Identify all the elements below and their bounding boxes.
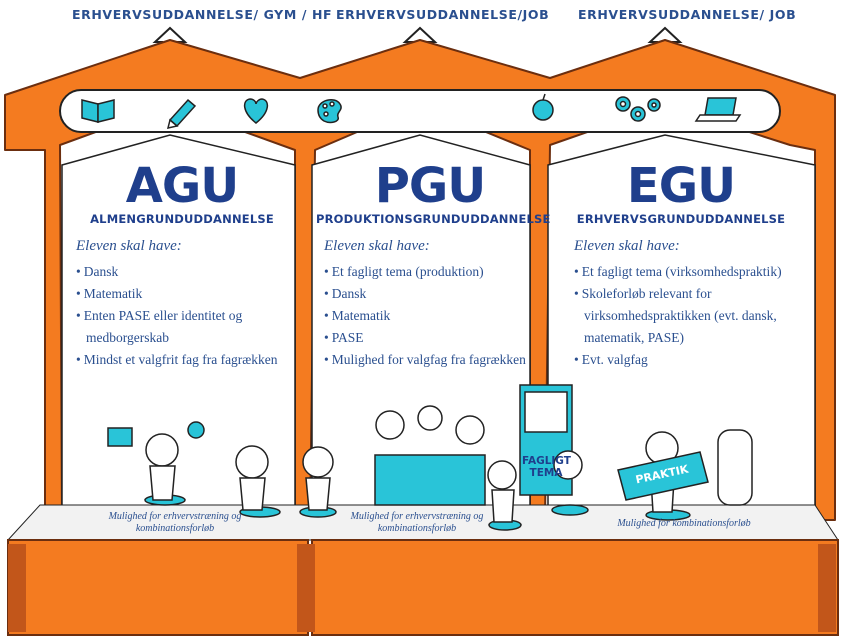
column-egu: EGU ERHVERVSGRUNDUDDANNELSE Eleven skal … [566,160,796,371]
requirements-list: Et fagligt tema (virksomhedspraktik) Sko… [574,261,796,371]
figures-pgu [374,384,573,531]
base-block-right [311,539,839,636]
list-item: Mulighed for valgfag fra fagrækken [324,349,544,371]
list-item: PASE [324,327,544,349]
heart-icon [243,98,269,124]
list-item: Skoleforløb relevant for virksomhedsprak… [574,283,796,349]
book-icon [81,99,115,123]
base-corner-right [818,544,836,632]
column-agu: AGU ALMENGRUNDUDDANNELSE Eleven skal hav… [68,160,296,371]
figures-agu [107,421,337,518]
list-item: Mindst et valgfrit fag fra fagrækken [76,349,296,371]
list-item: Dansk [76,261,296,283]
pencil-icon [166,98,197,129]
list-item: Et fagligt tema (produktion) [324,261,544,283]
base-corner-mid [297,544,315,632]
palette-icon [317,99,342,124]
gears-icon [615,96,661,122]
column-subtitle: ALMENGRUNDUDDANNELSE [90,212,274,226]
list-item: Matematik [76,283,296,305]
column-subtitle: ERHVERVSGRUNDUDDANNELSE [576,212,786,226]
list-item: Evt. valgfag [574,349,796,371]
requirements-list: Et fagligt tema (produktion) Dansk Matem… [324,261,544,371]
base-corner-left [8,544,26,632]
column-subtitle: PRODUKTIONSGRUNDUDDANNELSE [316,212,551,226]
list-item: Et fagligt tema (virksomhedspraktik) [574,261,796,283]
note-pgu: Mulighed for erhvervstræning og kombinat… [350,511,484,534]
column-intro: Eleven skal have: [574,238,680,254]
column-title: PGU [374,158,487,214]
top-label-3: ERHVERVSUDDANNELSE/ JOB [578,7,797,22]
column-title: AGU [125,158,240,214]
column-intro: Eleven skal have: [324,238,430,254]
laptop-icon [694,97,742,122]
list-item: Enten PASE eller identitet og medborgers… [76,305,296,349]
column-title: EGU [626,158,736,214]
list-item: Dansk [324,283,544,305]
column-intro: Eleven skal have: [76,238,182,254]
apple-icon [532,93,554,121]
figures-egu [551,429,753,521]
icon-beam [59,89,781,133]
requirements-list: Dansk Matematik Enten PASE eller identit… [76,261,296,371]
fagligt-tema-sign: FAGLIGT TEMA [522,455,571,479]
note-egu: Mulighed for kombinationsforløb [617,518,751,529]
note-agu: Mulighed for erhvervstræning og kombinat… [108,511,242,534]
top-label-2: ERHVERVSUDDANNELSE/JOB [336,7,550,22]
list-item: Matematik [324,305,544,327]
top-label-1: ERHVERVSUDDANNELSE/ GYM / HF [72,7,333,22]
base-block-left [7,539,309,636]
column-pgu: PGU PRODUKTIONSGRUNDUDDANNELSE Eleven sk… [316,158,551,371]
